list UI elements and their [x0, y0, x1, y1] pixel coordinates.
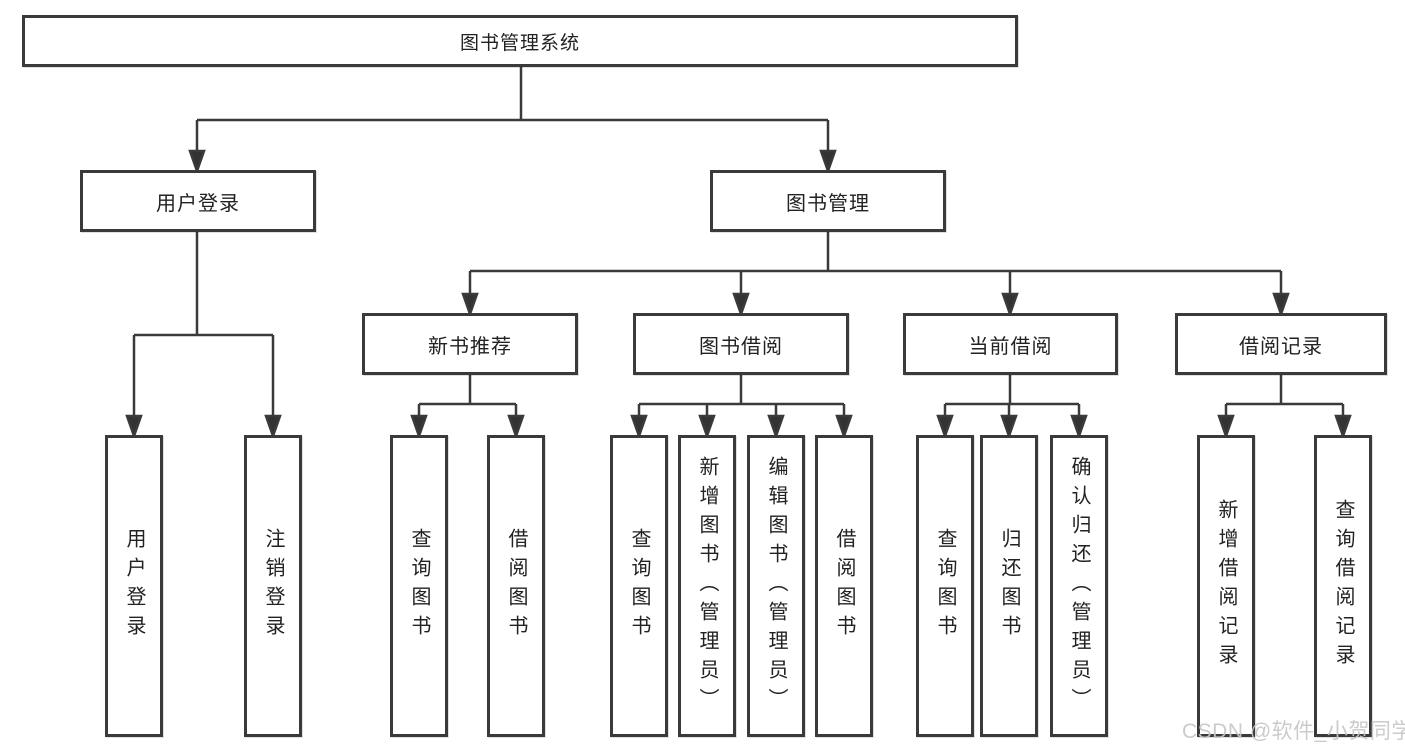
node-leaf-user-login-label: 用户登录	[123, 528, 145, 644]
node-leaf-borrow-add-books-admin: 新增图书（管理员）	[678, 435, 736, 737]
node-library-system-label: 图书管理系统	[459, 32, 580, 54]
connector-userlogin-to-leaves	[125, 232, 282, 440]
node-leaf-borrow-edit-books-admin: 编辑图书（管理员）	[747, 435, 805, 737]
node-leaf-current-query-books-label: 查询图书	[934, 528, 956, 644]
node-user-login: 用户登录	[80, 170, 316, 232]
node-leaf-logout: 注销登录	[244, 435, 302, 737]
connector-recommend-to-leaves	[410, 375, 525, 440]
node-borrow-records: 借阅记录	[1175, 313, 1387, 375]
connector-records-to-leaves	[1217, 375, 1352, 440]
connector-current-to-leaves	[936, 375, 1088, 440]
node-leaf-records-add-record-label: 新增借阅记录	[1215, 499, 1237, 673]
node-leaf-borrow-borrow-books-label: 借阅图书	[833, 528, 855, 644]
node-leaf-recommend-borrow-books: 借阅图书	[487, 435, 545, 737]
connector-bookmgmt-to-level2	[461, 232, 1290, 318]
node-leaf-borrow-query-books-label: 查询图书	[628, 528, 650, 644]
node-leaf-user-login: 用户登录	[105, 435, 163, 737]
connector-root-to-level1	[188, 67, 837, 175]
node-leaf-current-confirm-return-admin: 确认归还（管理员）	[1050, 435, 1108, 737]
node-new-book-recommend-label: 新书推荐	[428, 335, 512, 358]
node-leaf-recommend-query-books-label: 查询图书	[408, 528, 430, 644]
node-current-borrow: 当前借阅	[903, 313, 1118, 375]
node-leaf-logout-label: 注销登录	[262, 528, 284, 644]
node-leaf-current-confirm-return-admin-label: 确认归还（管理员）	[1068, 455, 1090, 717]
connector-borrow-to-leaves	[630, 375, 853, 440]
node-leaf-current-query-books: 查询图书	[916, 435, 974, 737]
node-book-borrow-label: 图书借阅	[699, 335, 783, 358]
node-book-borrow: 图书借阅	[633, 313, 849, 375]
node-book-management: 图书管理	[710, 170, 946, 232]
node-borrow-records-label: 借阅记录	[1239, 335, 1323, 358]
node-current-borrow-label: 当前借阅	[968, 335, 1053, 358]
node-user-login-label: 用户登录	[156, 192, 240, 215]
node-leaf-records-query-record: 查询借阅记录	[1314, 435, 1372, 737]
node-leaf-records-add-record: 新增借阅记录	[1197, 435, 1255, 737]
node-book-management-label: 图书管理	[786, 192, 870, 215]
watermark: CSDN @软件_小贺同学	[1182, 720, 1405, 743]
node-leaf-current-return-books: 归还图书	[980, 435, 1038, 737]
node-leaf-records-query-record-label: 查询借阅记录	[1332, 499, 1354, 673]
node-leaf-recommend-query-books: 查询图书	[390, 435, 448, 737]
node-leaf-borrow-add-books-admin-label: 新增图书（管理员）	[696, 455, 718, 717]
node-leaf-recommend-borrow-books-label: 借阅图书	[505, 528, 527, 644]
node-leaf-current-return-books-label: 归还图书	[998, 528, 1020, 644]
node-leaf-borrow-edit-books-admin-label: 编辑图书（管理员）	[765, 455, 787, 717]
node-new-book-recommend: 新书推荐	[362, 313, 578, 375]
node-leaf-borrow-borrow-books: 借阅图书	[815, 435, 873, 737]
node-library-system: 图书管理系统	[22, 15, 1018, 67]
node-leaf-borrow-query-books: 查询图书	[610, 435, 668, 737]
